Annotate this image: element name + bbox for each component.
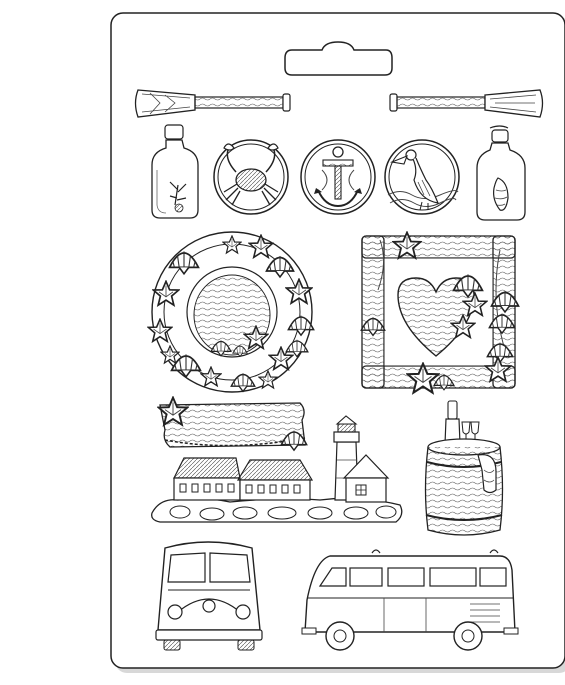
lighthouse-village-icon: [151, 415, 403, 523]
wine-barrel-icon: [424, 400, 504, 536]
hang-slot: [284, 41, 393, 76]
van-front-icon: [155, 541, 263, 651]
bottle-shell-icon: [476, 125, 526, 221]
oar-icon: [389, 89, 544, 118]
shell-wreath-icon: [147, 231, 315, 393]
driftwood-frame-icon: [360, 231, 520, 394]
driftwood-sign-icon: [157, 396, 308, 451]
anchor-medallion-icon: [300, 139, 376, 215]
oar-icon: [134, 89, 291, 118]
bottle-icon: [151, 124, 199, 219]
crab-medallion-icon: [213, 139, 289, 215]
van-side-icon: [301, 549, 519, 651]
pelican-medallion-icon: [384, 139, 460, 215]
